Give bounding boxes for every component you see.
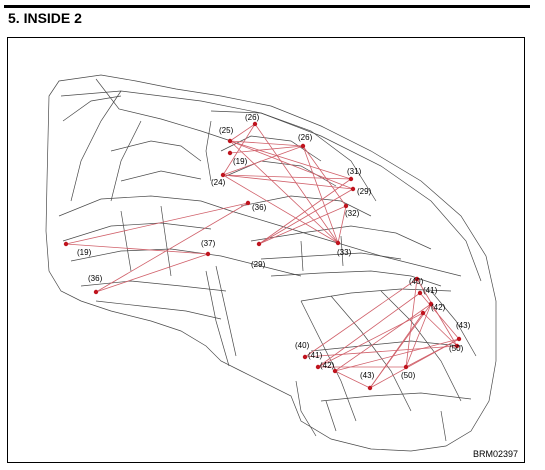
- label-41a: (41): [423, 286, 438, 295]
- marker-19a: [227, 150, 233, 156]
- marker-42b: [332, 368, 338, 374]
- marker-43b: [367, 385, 373, 391]
- marker-25: [227, 138, 233, 144]
- marker-36b: [93, 289, 99, 295]
- connector-lines: [65, 123, 460, 389]
- label-37: (37): [201, 239, 216, 248]
- label-31: (31): [347, 167, 362, 176]
- marker-29b: [256, 241, 262, 247]
- label-43b: (43): [360, 371, 375, 380]
- label-36a: (36): [252, 203, 267, 212]
- label-33: (33): [337, 248, 352, 257]
- label-29a: (29): [357, 187, 372, 196]
- marker-33: [335, 240, 341, 246]
- label-41b: (41): [308, 351, 323, 360]
- label-26b: (26): [298, 133, 313, 142]
- label-42b: (42): [320, 361, 335, 370]
- body-diagram: (26) (25) (26) (19) (24) (31) (29) (32) …: [45, 74, 497, 452]
- marker-40b: [302, 354, 308, 360]
- diagram-frame: (26) (25) (26) (19) (24) (31) (29) (32) …: [7, 37, 525, 463]
- marker-37: [205, 251, 211, 257]
- marker-26a: [252, 121, 258, 127]
- label-19a: (19): [233, 157, 248, 166]
- label-32: (32): [345, 209, 360, 218]
- label-26a: (26): [245, 113, 260, 122]
- label-40a: (40): [409, 277, 424, 286]
- marker-42a: [428, 301, 434, 307]
- marker-24: [220, 172, 226, 178]
- figure-code: BRM02397: [472, 449, 518, 459]
- marker-41b: [315, 364, 321, 370]
- label-25: (25): [219, 126, 234, 135]
- label-50b: (50): [401, 371, 416, 380]
- marker-points: [63, 121, 462, 391]
- marker-50b: [403, 364, 409, 370]
- callout-labels: (26) (25) (26) (19) (24) (31) (29) (32) …: [77, 113, 471, 380]
- label-19b: (19): [77, 248, 92, 257]
- page-title: 5. INSIDE 2: [8, 10, 82, 26]
- marker-26b: [300, 143, 306, 149]
- marker-43a: [456, 336, 462, 342]
- car-body-outline: [45, 74, 497, 452]
- label-43a: (43): [456, 321, 471, 330]
- marker-32: [343, 203, 349, 209]
- label-42a: (42): [431, 303, 446, 312]
- marker-19b: [63, 241, 69, 247]
- marker-29a: [350, 186, 356, 192]
- label-29b: (29): [251, 260, 266, 269]
- label-36b: (36): [88, 274, 103, 283]
- label-24: (24): [211, 178, 226, 187]
- header-rule: [4, 5, 530, 8]
- label-50a: (50): [449, 344, 464, 353]
- marker-31: [348, 176, 354, 182]
- marker-41a: [417, 290, 423, 296]
- marker-40a: [414, 276, 420, 282]
- label-40b: (40): [295, 341, 310, 350]
- marker-42c: [420, 310, 426, 316]
- marker-50a: [454, 343, 460, 349]
- marker-36a: [245, 200, 251, 206]
